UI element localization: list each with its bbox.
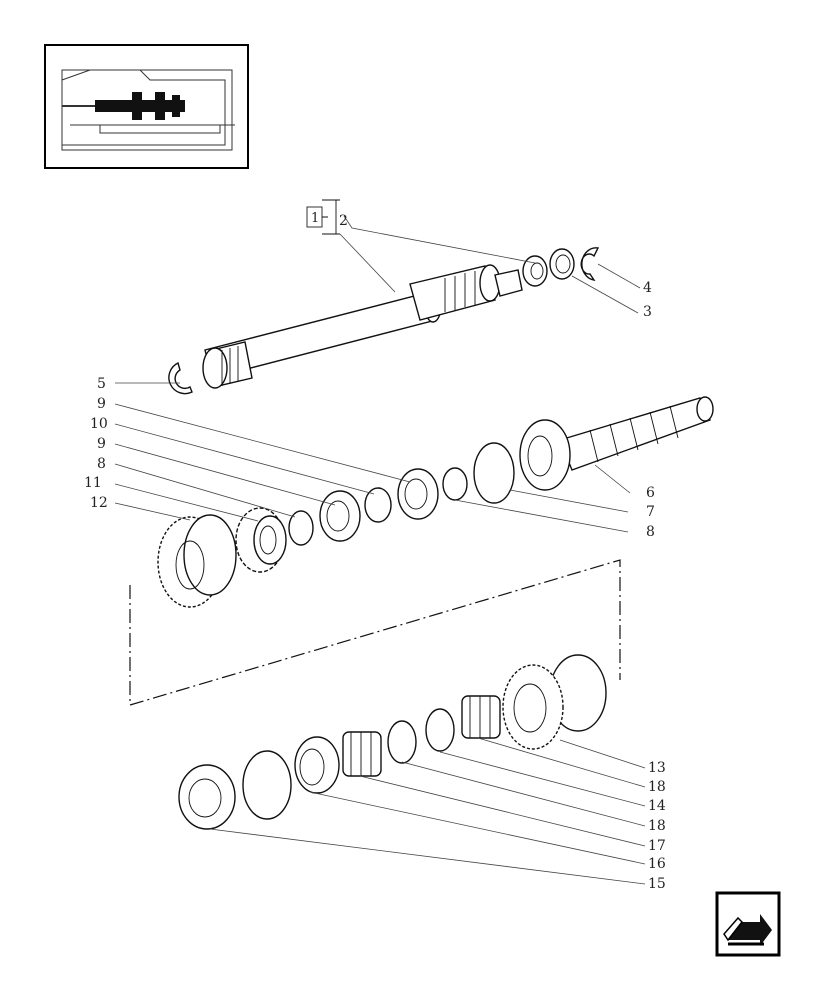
gear-13 — [502, 654, 607, 750]
leader-lines — [114, 215, 646, 885]
gear-12 — [157, 514, 237, 608]
input-shaft — [202, 264, 523, 389]
group-box-label: 1 — [311, 211, 319, 226]
roller-cage-17 — [342, 731, 382, 777]
ref-17: 17 — [648, 838, 666, 854]
ref-2: 2 — [339, 213, 348, 229]
ref-8b: 8 — [646, 524, 655, 540]
gear-11 — [235, 507, 287, 573]
circlip-7 — [473, 442, 515, 504]
bearing-9a — [397, 468, 439, 520]
ring-8b — [288, 510, 314, 546]
bearing-15 — [178, 764, 236, 830]
ref-4: 4 — [643, 280, 652, 296]
ref-8a: 8 — [97, 456, 106, 472]
ref-3: 3 — [643, 304, 652, 320]
ref-9b: 9 — [97, 436, 106, 452]
roller-cage-18a — [461, 695, 501, 739]
sleeve-16 — [294, 736, 340, 794]
reference-labels: 2 4 3 5 9 10 9 8 11 12 6 7 8 13 18 14 18… — [84, 213, 666, 892]
ref-9a: 9 — [97, 396, 106, 412]
ref-15: 15 — [648, 876, 666, 892]
ref-10: 10 — [90, 416, 108, 432]
output-shaft — [519, 396, 714, 491]
circlip-5 — [168, 362, 193, 395]
ref-11: 11 — [84, 475, 102, 491]
overview-thumbnail — [44, 44, 249, 169]
ref-13: 13 — [648, 760, 666, 776]
circlip-16 — [242, 750, 292, 820]
ref-12: 12 — [90, 495, 108, 511]
ref-16: 16 — [648, 856, 666, 872]
assembly-group-box: 1 — [306, 199, 340, 235]
back-arrow-button[interactable] — [715, 891, 781, 957]
ring-14 — [425, 708, 455, 752]
ref-14: 14 — [648, 798, 666, 814]
upper-rings — [522, 247, 600, 287]
ref-7: 7 — [646, 504, 655, 520]
back-arrow-icon — [723, 914, 772, 946]
ref-18b: 18 — [648, 818, 666, 834]
ring-18 — [387, 720, 417, 764]
ref-5: 5 — [97, 376, 106, 392]
spacer-10 — [364, 487, 392, 523]
connector-outline — [129, 559, 621, 706]
ring-8 — [442, 467, 468, 501]
bearing-9b — [319, 490, 361, 542]
ref-18a: 18 — [648, 779, 666, 795]
ref-6: 6 — [646, 485, 655, 501]
